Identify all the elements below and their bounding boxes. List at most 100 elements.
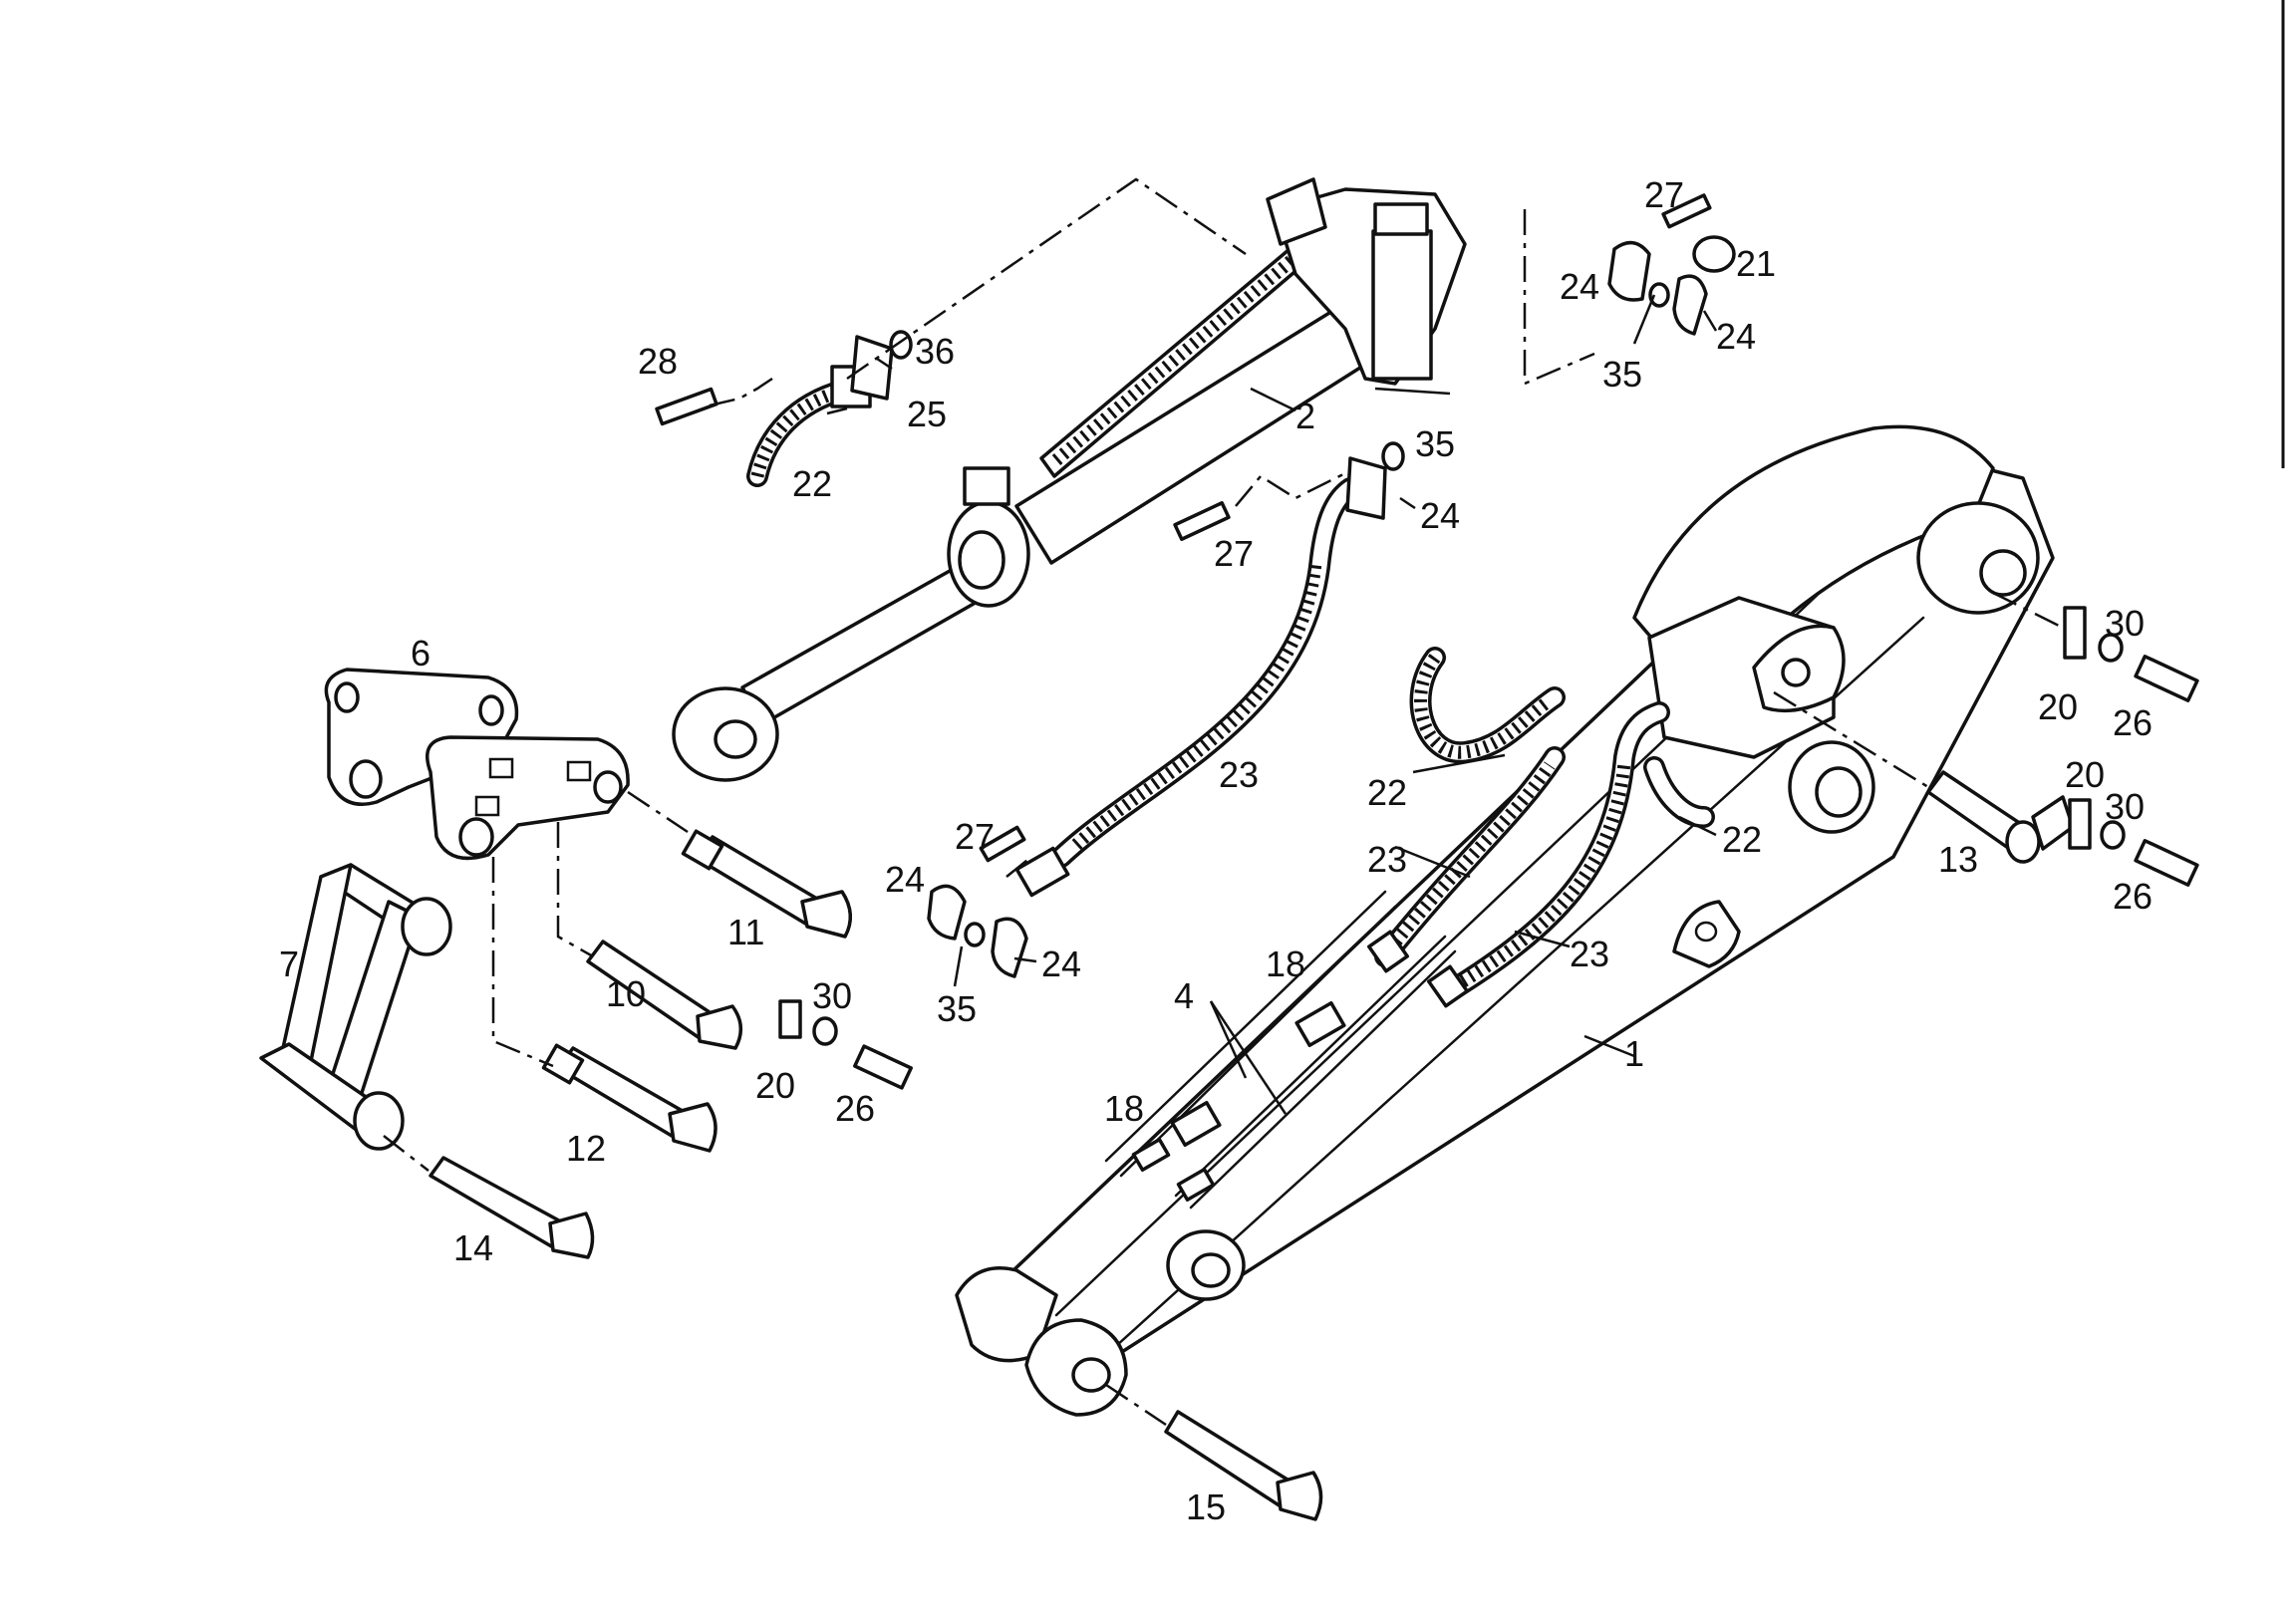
- callout-30-left: 30: [812, 975, 852, 1016]
- link-7: [259, 863, 452, 1151]
- bolt-27-mid: [1173, 501, 1231, 541]
- split-flange-group-mid: [927, 825, 1028, 978]
- callout-20-ur: 20: [2038, 686, 2078, 727]
- tube-4-c: [1174, 935, 1447, 1198]
- callout-4: 4: [1174, 975, 1194, 1016]
- o-ring-36: [889, 330, 913, 360]
- link-7-top-bore: [401, 897, 452, 956]
- tube-fitting-a: [1131, 1137, 1171, 1173]
- arm-lug: [1672, 900, 1741, 968]
- callout-10: 10: [606, 973, 646, 1014]
- plate-6-bore-c: [349, 759, 383, 799]
- leader-lines: [826, 294, 1718, 1115]
- rod-eye-bore: [714, 719, 757, 759]
- callout-35-low: 35: [937, 988, 977, 1029]
- callout-24-low-left: 24: [885, 859, 925, 900]
- o-ring-35-low: [964, 922, 986, 947]
- head-valve-block: [1371, 229, 1433, 381]
- bolt-27-top: [1661, 193, 1712, 229]
- callout-22-arm-left: 22: [1367, 772, 1407, 813]
- callout-7: 7: [279, 944, 299, 984]
- clamp-18-upper: [1294, 1000, 1346, 1048]
- tube-4-a: [1104, 890, 1387, 1163]
- callout-20-lr: 20: [2065, 754, 2105, 795]
- arm-body: [970, 441, 2055, 1377]
- tube-4-b: [1119, 905, 1397, 1178]
- bolt-28: [655, 387, 718, 426]
- callout-26-ur: 26: [2113, 702, 2152, 743]
- link-plates-6: [324, 668, 630, 861]
- callout-1: 1: [1624, 1033, 1644, 1074]
- washer-30-lr: [2100, 820, 2126, 850]
- callout-22-arm-right: 22: [1722, 819, 1762, 860]
- callout-23-arm-b: 23: [1570, 934, 1609, 974]
- lock-group-left: [778, 999, 913, 1090]
- callout-24-mid: 24: [1420, 495, 1460, 536]
- callout-23-center: 23: [1219, 754, 1259, 795]
- callout-14: 14: [453, 1227, 493, 1268]
- split-flange-group-top: [1607, 193, 1736, 336]
- arm-top-bore: [1979, 549, 2027, 597]
- plate-front-slot-a: [488, 757, 514, 779]
- arm-bucket-bore: [1071, 1357, 1111, 1393]
- callout-21: 21: [1736, 243, 1776, 284]
- pin-10: [586, 940, 742, 1050]
- callout-6: 6: [411, 633, 430, 674]
- gland-port-block: [963, 466, 1010, 506]
- head-clevis: [1266, 177, 1327, 246]
- callout-35-top: 35: [1602, 354, 1642, 395]
- plate-front-bore-b: [593, 770, 623, 804]
- callout-12: 12: [566, 1128, 606, 1169]
- bolt-27-low: [979, 825, 1026, 863]
- callout-27-low: 27: [955, 816, 995, 857]
- arm-hose-collar-a: [1366, 930, 1410, 973]
- hose-23-end-fitting: [1014, 846, 1070, 898]
- callout-26-left: 26: [835, 1088, 875, 1129]
- callout-30-lr: 30: [2105, 786, 2145, 827]
- flange-half-24-a: [1607, 240, 1651, 302]
- callout-36: 36: [915, 331, 955, 372]
- lock-group-upper-right: [2063, 606, 2199, 702]
- callout-27-mid: 27: [1214, 533, 1254, 574]
- washer-30-ur: [2098, 633, 2124, 663]
- hose-23-center: [1014, 441, 1405, 898]
- ring-21: [1692, 235, 1736, 273]
- clamp-18-lower: [1170, 1100, 1222, 1148]
- pin-14: [429, 1156, 595, 1259]
- bolt-26-ur: [2134, 655, 2199, 702]
- callout-26-lr: 26: [2113, 876, 2152, 917]
- o-ring-35-right: [1648, 282, 1670, 308]
- lock-group-lower-right: [2068, 798, 2199, 887]
- washer-30-left: [812, 1016, 838, 1046]
- callout-30-ur: 30: [2105, 603, 2145, 644]
- callout-24-top-left: 24: [1560, 266, 1599, 307]
- callout-15: 15: [1186, 1486, 1226, 1527]
- lock-plate-20-left: [778, 999, 802, 1039]
- tube-4-d: [1189, 949, 1457, 1210]
- arm-center-bore: [1191, 1252, 1231, 1288]
- bolt-26-lr: [2134, 839, 2199, 887]
- arm-mid-bore: [1815, 766, 1863, 818]
- callout-2: 2: [1295, 396, 1315, 436]
- lock-plate-20-ur: [2063, 606, 2087, 660]
- o-ring-35-top: [1381, 441, 1405, 471]
- pin-13: [1926, 770, 2075, 864]
- arm-1: [955, 424, 2055, 1417]
- link-7-bottom-bore: [353, 1091, 405, 1151]
- assembly-lines: [383, 177, 2064, 1427]
- callout-labels: 1 2 4 6 7 10 11 12 13 14 15 18 18 20 20 …: [279, 174, 2152, 1527]
- lock-plate-20-lr: [2068, 798, 2092, 850]
- callout-27-top: 27: [1644, 174, 1684, 215]
- callout-24-top-right: 24: [1716, 316, 1756, 357]
- callout-18-lower: 18: [1104, 1088, 1144, 1129]
- hydraulic-cylinder: [672, 177, 1467, 782]
- plate-6-bore-b: [478, 694, 504, 726]
- callout-13: 13: [1938, 839, 1978, 880]
- hose-22-top: [655, 330, 913, 487]
- plate-front-slot-b: [566, 760, 592, 782]
- plate-front-slot-c: [474, 795, 500, 817]
- pin-11: [681, 829, 852, 939]
- bolt-26-left: [853, 1044, 913, 1090]
- hose-22-flange: [850, 335, 894, 401]
